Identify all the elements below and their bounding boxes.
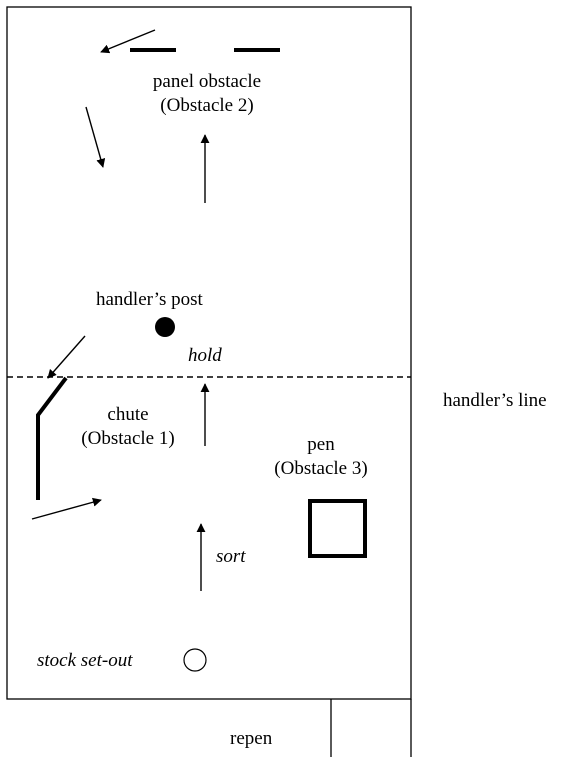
arrow-down-to-chute <box>47 335 86 379</box>
sort-label: sort <box>216 546 246 567</box>
panel-obstacle-label: panel obstacle <box>152 71 262 92</box>
handlers-post-label: handler’s post <box>96 289 203 310</box>
handlers-line-label: handler’s line <box>443 390 547 411</box>
pen-number: (Obstacle 3) <box>274 458 368 479</box>
stock-set-out-marker <box>183 648 207 672</box>
handlers-post-marker <box>155 317 175 337</box>
chute-label: chute <box>107 404 149 425</box>
chute-number: (Obstacle 1) <box>81 428 175 449</box>
hold-label: hold <box>188 345 222 366</box>
pen-obstacle <box>308 499 367 558</box>
arrow-down-left-side <box>85 106 106 168</box>
repen-label: repen <box>230 728 273 749</box>
stock-set-out-label: stock set-out <box>37 650 133 671</box>
chute-obstacle <box>36 376 68 500</box>
field-boundary <box>6 6 412 700</box>
pen-label: pen <box>307 434 335 455</box>
arrow-into-chute <box>31 497 102 520</box>
arrow-to-panel-top <box>100 29 156 54</box>
panel-obstacle-number: (Obstacle 2) <box>160 95 254 116</box>
